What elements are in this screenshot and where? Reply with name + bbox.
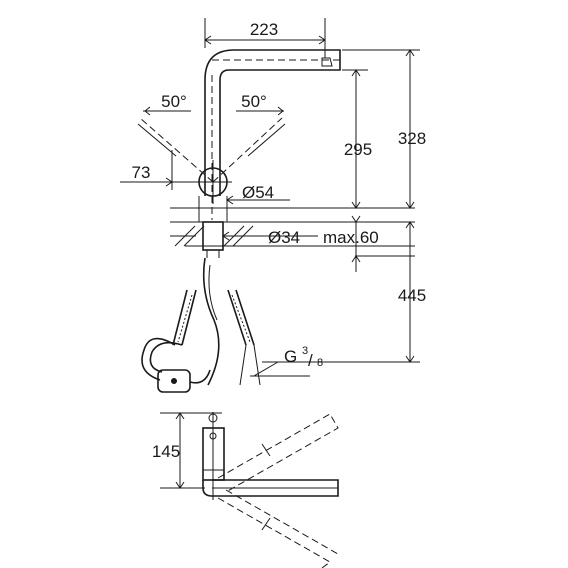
dim-73: 73: [120, 150, 232, 190]
thread-slash: /: [308, 351, 313, 370]
swivel-angle-lines: [137, 106, 286, 183]
hoses: [141, 257, 261, 393]
dim-295-label: 295: [344, 140, 372, 159]
dim-73-label: 73: [132, 163, 151, 182]
dim-diam34-label: Ø34: [268, 228, 300, 247]
dim-328-label: 328: [398, 129, 426, 148]
dim-223-label: 223: [250, 20, 278, 39]
dim-max60-label: max.60: [323, 228, 379, 247]
thread-denominator: 8: [317, 357, 323, 369]
dim-445-label: 445: [398, 286, 426, 305]
dim-145-label: 145: [152, 442, 180, 461]
thread-label: G 3 / 8: [250, 345, 323, 377]
dim-328: 328: [342, 49, 426, 209]
swivel-right-label: 50°: [241, 92, 267, 111]
dim-445: 445: [262, 221, 426, 363]
dim-295: 295: [342, 69, 372, 209]
swivel-left-label: 50°: [161, 92, 187, 111]
thread-base: G: [284, 347, 297, 366]
dim-223: 223: [204, 18, 326, 58]
thread-numerator: 3: [302, 345, 308, 357]
dim-diam34: Ø34: [222, 228, 318, 247]
dim-diam54: Ø54: [226, 183, 290, 205]
plan-view: 145: [152, 412, 339, 568]
dim-max60: max.60: [323, 215, 379, 272]
dim-diam54-label: Ø54: [242, 183, 274, 202]
